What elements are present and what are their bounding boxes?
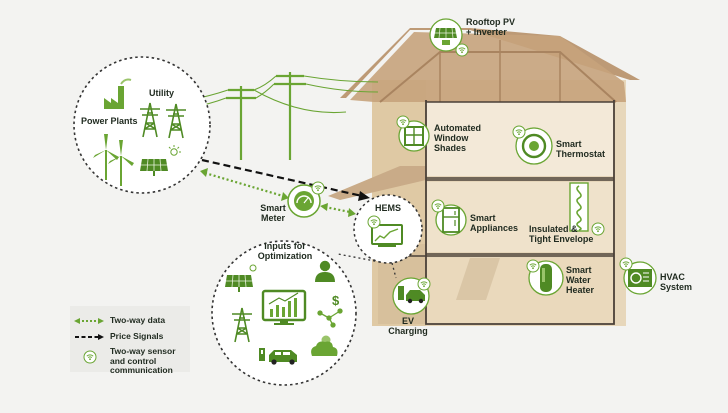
hvac-label: HVAC System [660, 272, 693, 292]
legend-price-signals: Price Signals [110, 331, 164, 341]
two-way-data-lines [200, 168, 356, 217]
smart-meter-icon [287, 181, 325, 218]
appliances-icon [431, 199, 467, 236]
water-heater-icon [526, 259, 564, 296]
insulated-label: Insulated & Tight Envelope [529, 224, 594, 244]
price-signal-line [201, 158, 370, 201]
hvac-icon [619, 257, 657, 295]
ev-charging-icon [392, 277, 431, 315]
hems-icon [367, 215, 403, 247]
inputs-circle [211, 240, 357, 386]
legend-two-way-data-line [74, 318, 104, 324]
window-shades-label: Automated Window Shades [434, 123, 481, 153]
water-heater-label: Smart Water Heater [566, 265, 595, 295]
legend-sensor: Two-way sensor and control communication [110, 346, 176, 375]
hems-connector [337, 253, 397, 279]
legend-price-line [75, 334, 104, 340]
car-icon [269, 350, 297, 365]
power-lines [189, 72, 379, 160]
inputs-label: Inputs for Optimization [257, 241, 313, 261]
window-shades-icon [396, 115, 430, 152]
thermostat-icon [512, 125, 553, 165]
dollar-icon: $ [332, 293, 340, 308]
utility-circle [73, 56, 211, 194]
legend [70, 306, 190, 372]
wifi-icon [83, 350, 97, 364]
person-icon [315, 260, 335, 282]
hems-label: HEMS [375, 203, 402, 213]
solar-panel-icon [139, 145, 181, 177]
power-plants-label: Power Plants [81, 116, 138, 126]
chart-icon [261, 289, 307, 325]
legend-two-way-data: Two-way data [110, 315, 166, 325]
weather-icon [311, 335, 338, 356]
rooftop-pv-label: Rooftop PV + Inverter [466, 17, 515, 37]
smart-meter-label: Smart Meter [260, 203, 286, 223]
hems-circle [353, 194, 423, 264]
rooftop-pv-icon [429, 18, 469, 57]
utility-label: Utility [149, 88, 175, 98]
ev-charging-label: EV Charging [388, 316, 428, 336]
network-icon [317, 308, 343, 328]
appliances-label: Smart Appliances [470, 213, 519, 233]
solar-panel-icon [224, 264, 257, 293]
ev-charger-icon [259, 348, 265, 361]
thermostat-label: Smart Thermostat [556, 139, 606, 159]
power-plant-icon [104, 78, 132, 109]
insulation-icon [569, 182, 605, 236]
